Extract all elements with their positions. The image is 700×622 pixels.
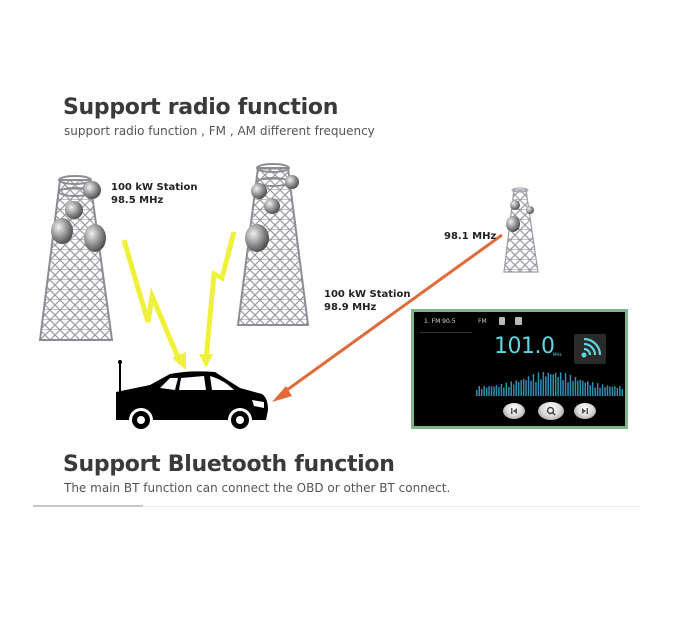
station-label: 100 kW Station 98.9 MHz — [324, 288, 410, 314]
spectrum-bar — [574, 377, 577, 396]
search-button[interactable] — [538, 402, 564, 420]
spectrum-bar — [594, 387, 596, 396]
spectrum-visualizer — [476, 372, 623, 396]
radio-section-subtitle: support radio function , FM , AM differe… — [64, 124, 375, 138]
spectrum-bar — [490, 386, 493, 396]
prev-button[interactable] — [503, 403, 525, 419]
spectrum-bar — [599, 387, 601, 396]
spectrum-bar — [485, 387, 488, 396]
spectrum-bar — [557, 377, 559, 396]
spectrum-bar — [616, 387, 619, 396]
spectrum-bar — [513, 384, 515, 396]
station-label: 98.1 MHz — [444, 230, 496, 243]
spectrum-bar — [567, 382, 569, 396]
spectrum-bar — [584, 382, 586, 396]
next-icon — [582, 408, 588, 414]
prev-icon — [511, 408, 517, 414]
spectrum-bar — [505, 382, 508, 396]
station-label: 100 kW Station 98.5 MHz — [111, 181, 197, 207]
spectrum-bar — [542, 372, 545, 396]
radio-tower-icon — [236, 163, 310, 326]
save-icon[interactable] — [515, 317, 522, 325]
spectrum-bar — [508, 387, 510, 396]
spectrum-bar — [614, 386, 616, 396]
trash-icon[interactable] — [499, 317, 505, 325]
spectrum-bar — [547, 372, 549, 396]
spectrum-bar — [478, 385, 480, 396]
radio-tower-icon — [503, 187, 539, 273]
spectrum-bar — [564, 373, 567, 396]
spectrum-bar — [520, 380, 522, 396]
spectrum-bar — [532, 373, 535, 396]
spectrum-bar — [476, 390, 478, 396]
signal-bolt-icon — [199, 231, 237, 368]
spectrum-bar — [579, 379, 582, 396]
spectrum-bar — [562, 380, 564, 396]
spectrum-bar — [498, 386, 500, 396]
spectrum-bar — [611, 386, 614, 396]
spectrum-bar — [527, 376, 530, 396]
spectrum-bar — [619, 386, 621, 396]
spectrum-bar — [582, 380, 584, 396]
station-power: 100 kW Station — [111, 182, 198, 193]
spectrum-bar — [510, 381, 512, 396]
spectrum-bar — [609, 386, 611, 396]
spectrum-bar — [554, 372, 557, 396]
spectrum-bar — [552, 374, 554, 396]
spectrum-bar — [483, 385, 485, 396]
spectrum-bar — [604, 387, 606, 396]
band-label[interactable]: FM — [478, 318, 487, 325]
search-icon — [546, 406, 556, 416]
next-button[interactable] — [574, 403, 596, 419]
spectrum-bar — [606, 385, 609, 396]
spectrum-bar — [480, 388, 483, 396]
spectrum-bar — [522, 378, 525, 396]
bluetooth-section-subtitle: The main BT function can connect the OBD… — [64, 481, 451, 495]
radio-tower-icon — [38, 175, 114, 341]
spectrum-bar — [503, 387, 505, 396]
spectrum-bar — [488, 386, 490, 396]
station-frequency: 98.1 MHz — [444, 231, 497, 242]
spectrum-bar — [545, 376, 547, 396]
divider — [143, 506, 640, 507]
spectrum-bar — [572, 381, 574, 396]
spectrum-bar — [500, 383, 503, 396]
spectrum-bar — [601, 384, 604, 396]
spectrum-bar — [589, 385, 591, 396]
spectrum-bar — [493, 386, 495, 396]
station-frequency: 98.5 MHz — [111, 195, 164, 206]
preset-item[interactable]: 1. FM 90.5 — [424, 318, 456, 325]
spectrum-bar — [517, 381, 520, 396]
preset-divider — [420, 332, 472, 333]
spectrum-bar — [591, 382, 594, 396]
frequency-display: 101.0 — [494, 334, 555, 359]
spectrum-bar — [515, 380, 517, 396]
radio-screen: 1. FM 90.5 FM 101.0 MHz — [411, 309, 628, 429]
spectrum-bar — [587, 381, 589, 396]
frequency-unit: MHz — [553, 352, 562, 357]
spectrum-bar — [525, 380, 527, 396]
spectrum-bar — [621, 389, 623, 396]
spectrum-bar — [596, 383, 599, 396]
divider — [33, 505, 143, 507]
signal-arrow-icon — [272, 233, 503, 402]
bluetooth-section-title: Support Bluetooth function — [63, 452, 395, 477]
signal-icon[interactable] — [574, 334, 606, 364]
station-frequency: 98.9 MHz — [324, 302, 377, 313]
spectrum-bar — [535, 381, 537, 396]
spectrum-bar — [550, 374, 552, 396]
car-icon — [116, 360, 268, 432]
spectrum-bar — [495, 385, 498, 396]
radio-section-title: Support radio function — [63, 95, 339, 120]
signal-bolt-icon — [121, 239, 186, 370]
station-power: 100 kW Station — [324, 289, 411, 300]
spectrum-bar — [530, 380, 532, 396]
spectrum-bar — [537, 372, 540, 396]
spectrum-bar — [569, 374, 572, 396]
spectrum-bar — [577, 380, 579, 396]
spectrum-bar — [540, 379, 542, 396]
spectrum-bar — [559, 372, 562, 396]
